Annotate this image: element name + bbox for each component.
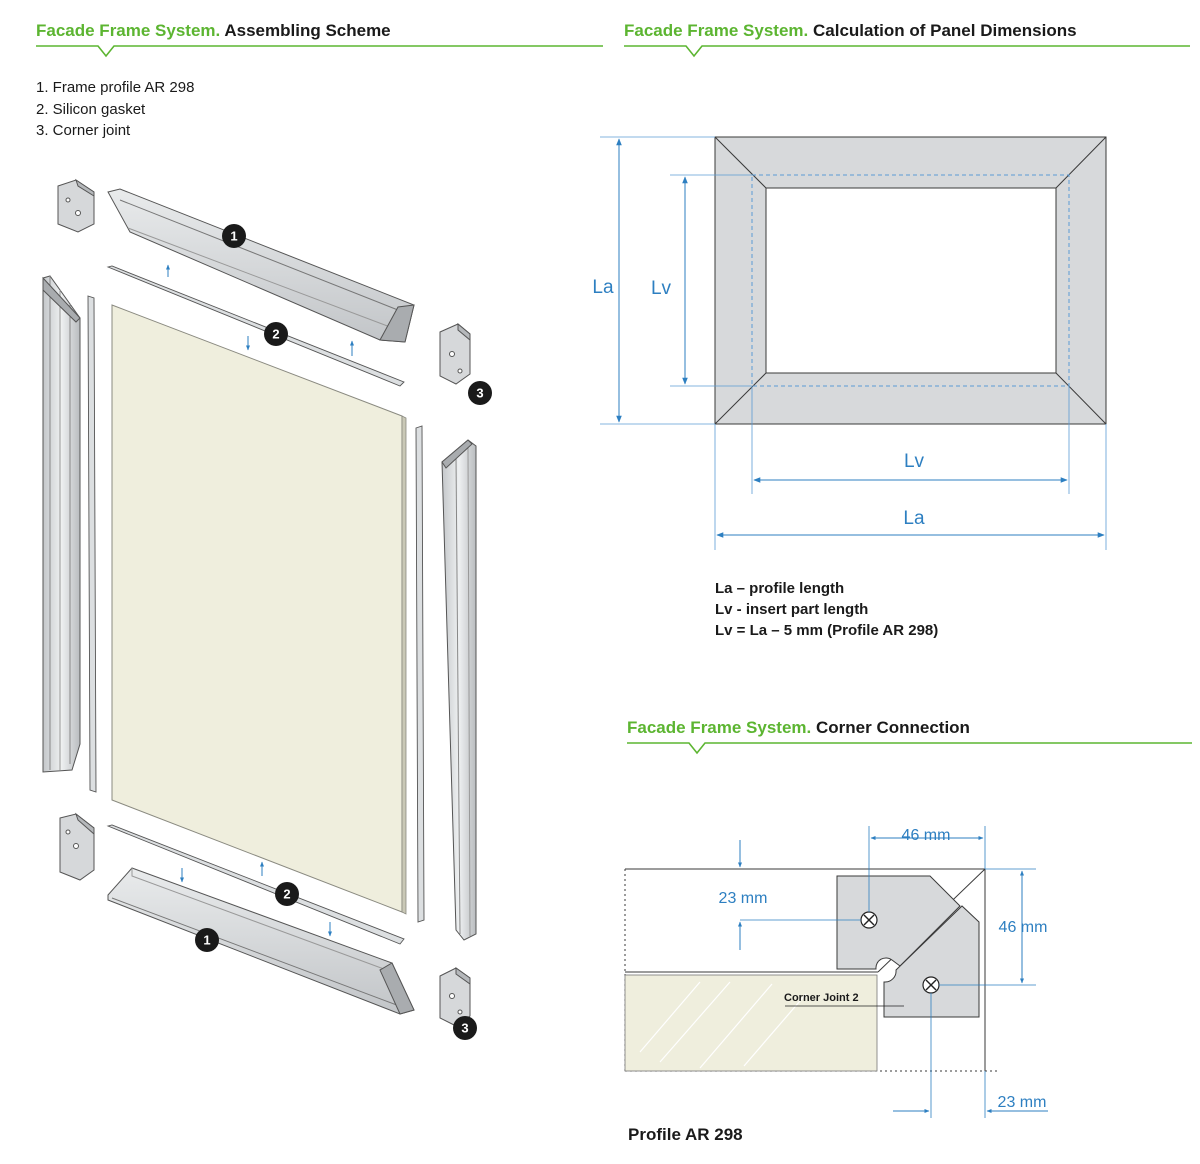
label-la-vertical: La (592, 277, 614, 298)
panel-insert (111, 304, 407, 915)
insert-dashed-outline (751, 174, 1070, 387)
left-frame-profile (42, 275, 81, 773)
svg-text:1: 1 (203, 933, 210, 948)
header-title: Corner Connection (816, 718, 970, 737)
definition-lv: Lv - insert part length (715, 601, 869, 618)
left-silicon-gasket (87, 295, 97, 793)
header-brand: Facade Frame System. (36, 21, 221, 40)
header-title: Assembling Scheme (224, 21, 391, 40)
bottom-frame-profile (107, 867, 415, 1015)
badge-2-top: 2 (264, 322, 288, 346)
label-la-horizontal: La (903, 508, 925, 529)
assembly-arrows (166, 264, 354, 937)
svg-text:2: 2 (272, 327, 279, 342)
svg-text:3: 3 (476, 386, 483, 401)
legend-item-silicon-gasket: 2. Silicon gasket (36, 100, 146, 118)
screw-bottom-icon (922, 976, 940, 994)
corner-joint-top-right (439, 322, 471, 385)
parts-legend: 1. Frame profile AR 298 2. Silicon gaske… (36, 77, 194, 142)
badge-3-bottom: 3 (453, 1016, 477, 1040)
corner-joint-top-left (57, 178, 95, 233)
definition-la: La – profile length (715, 580, 845, 597)
corner-connection-diagram: 46 mm 23 mm 46 mm 23 mm Corner Joint 2 (624, 826, 1048, 1118)
corner-joint-plate-bottom (883, 905, 980, 1018)
dim-46-top: 46 mm (902, 827, 951, 844)
header-brand: Facade Frame System. (624, 21, 809, 40)
frame-outline (714, 136, 1107, 425)
svg-text:3: 3 (461, 1021, 468, 1036)
label-lv-vertical: Lv (651, 278, 672, 299)
assembling-scheme: 1 2 3 2 1 3 (42, 178, 492, 1040)
badge-3-top: 3 (468, 381, 492, 405)
corner-joint-bottom-left (59, 812, 95, 881)
corner-joint-label: Corner Joint 2 (784, 992, 859, 1004)
dim-23-left: 23 mm (719, 890, 768, 907)
definition-formula: Lv = La – 5 mm (Profile AR 298) (715, 622, 939, 639)
legend-item-corner-joint: 3. Corner joint (36, 122, 131, 139)
badge-1-top: 1 (222, 224, 246, 248)
corner-dimension-lines (738, 836, 1048, 1113)
header-corner-connection: Facade Frame System. Corner Connection (627, 718, 970, 738)
top-silicon-gasket (106, 265, 405, 387)
header-underline-assembling (36, 45, 603, 58)
header-brand: Facade Frame System. (627, 718, 812, 737)
glass-insert (624, 974, 878, 1072)
top-frame-profile (107, 188, 415, 343)
dim-23-bottom: 23 mm (998, 1094, 1047, 1111)
legend-item-frame-profile: 1. Frame profile AR 298 (36, 79, 195, 96)
header-underline-calculation (624, 45, 1190, 58)
badge-2-bottom: 2 (275, 882, 299, 906)
dimension-definitions: La – profile length Lv - insert part len… (715, 578, 938, 641)
profile-label: Profile AR 298 (628, 1125, 743, 1144)
header-assembling-scheme: Facade Frame System. Assembling Scheme (36, 21, 391, 41)
right-frame-profile (441, 439, 477, 941)
bottom-silicon-gasket (106, 824, 405, 945)
header-title: Calculation of Panel Dimensions (813, 21, 1077, 40)
svg-text:1: 1 (230, 229, 237, 244)
header-underline-corner (627, 742, 1192, 755)
label-lv-horizontal: Lv (904, 451, 925, 472)
right-silicon-gasket (415, 425, 425, 923)
extension-lines (600, 136, 1107, 550)
dimension-lines (616, 138, 1105, 538)
corner-joint-bottom-right (439, 967, 471, 1027)
screw-top-icon (860, 911, 878, 929)
panel-dimension-diagram: La Lv Lv La (592, 136, 1107, 550)
corner-extension-lines (740, 826, 1036, 1118)
svg-text:2: 2 (283, 887, 290, 902)
header-calculation: Facade Frame System. Calculation of Pane… (624, 21, 1077, 41)
dim-46-right: 46 mm (999, 919, 1048, 936)
badge-1-bottom: 1 (195, 928, 219, 952)
